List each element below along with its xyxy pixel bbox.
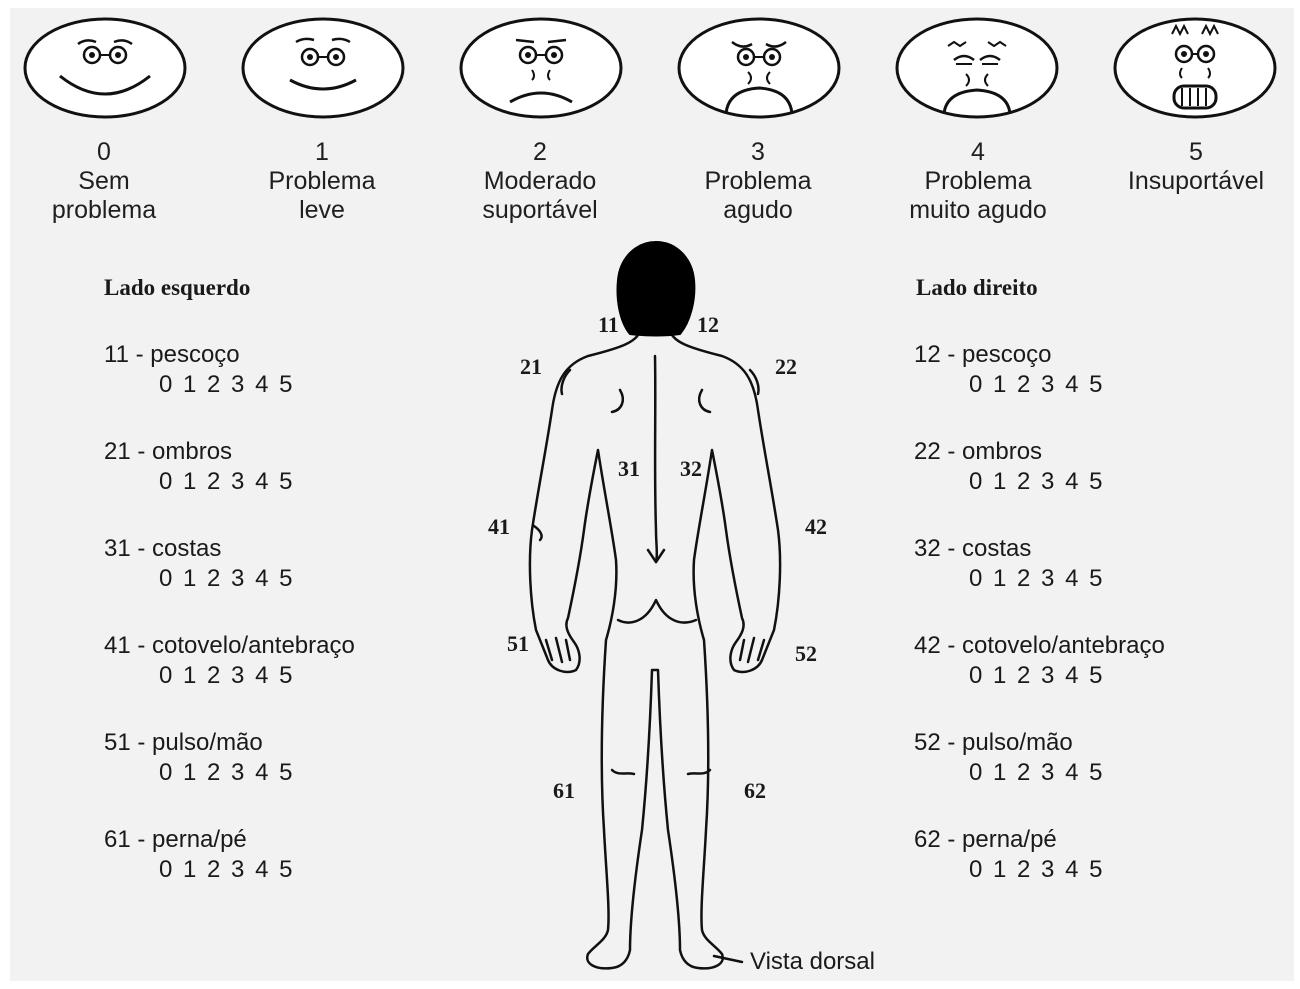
- body-label-31: 31: [618, 456, 640, 482]
- region-label: 32 - costas: [914, 534, 1104, 564]
- figure-caption: Vista dorsal: [750, 948, 875, 976]
- right-region-leg-foot: 62 - perna/pé 0 1 2 3 4 5: [914, 825, 1104, 885]
- region-scale: 0 1 2 3 4 5: [104, 370, 294, 400]
- scale-number: 0: [4, 138, 204, 167]
- region-label: 11 - pescoço: [104, 340, 294, 370]
- body-label-21: 21: [520, 354, 542, 380]
- region-label: 51 - pulso/mão: [104, 728, 294, 758]
- scale-label-0: 0 Sem problema: [4, 138, 204, 225]
- region-scale: 0 1 2 3 4 5: [104, 661, 355, 691]
- scale-text-line2: suportável: [440, 196, 640, 225]
- smiling-face-icon: [22, 12, 188, 120]
- scale-text-line1: Problema: [878, 167, 1078, 196]
- scale-label-4: 4 Problema muito agudo: [878, 138, 1078, 225]
- region-label: 22 - ombros: [914, 437, 1104, 467]
- scale-text-line1: Moderado: [440, 167, 640, 196]
- right-region-neck: 12 - pescoço 0 1 2 3 4 5: [914, 340, 1104, 400]
- body-label-22: 22: [775, 354, 797, 380]
- slight-smile-face-icon: [240, 12, 406, 120]
- screaming-face-icon: [1112, 12, 1278, 120]
- region-scale: 0 1 2 3 4 5: [914, 564, 1104, 594]
- left-side-title: Lado esquerdo: [104, 275, 250, 301]
- body-label-51: 51: [507, 631, 529, 657]
- body-label-52: 52: [795, 641, 817, 667]
- scale-text-line1: Problema: [658, 167, 858, 196]
- right-region-wrist-hand: 52 - pulso/mão 0 1 2 3 4 5: [914, 728, 1104, 788]
- left-region-shoulders: 21 - ombros 0 1 2 3 4 5: [104, 437, 294, 497]
- region-scale: 0 1 2 3 4 5: [104, 855, 294, 885]
- region-label: 21 - ombros: [104, 437, 294, 467]
- body-label-12: 12: [697, 312, 719, 338]
- region-scale: 0 1 2 3 4 5: [914, 467, 1104, 497]
- region-scale: 0 1 2 3 4 5: [104, 758, 294, 788]
- scale-label-2: 2 Moderado suportável: [440, 138, 640, 225]
- scale-number: 3: [658, 138, 858, 167]
- scale-text-line1: Insuportável: [1096, 167, 1296, 196]
- region-scale: 0 1 2 3 4 5: [104, 564, 294, 594]
- right-region-elbow-forearm: 42 - cotovelo/antebraço 0 1 2 3 4 5: [914, 631, 1165, 691]
- scale-label-3: 3 Problema agudo: [658, 138, 858, 225]
- region-scale: 0 1 2 3 4 5: [914, 661, 1165, 691]
- scale-text-line2: muito agudo: [878, 196, 1078, 225]
- region-label: 41 - cotovelo/antebraço: [104, 631, 355, 661]
- region-label: 12 - pescoço: [914, 340, 1104, 370]
- scale-text-line2: problema: [4, 196, 204, 225]
- left-region-neck: 11 - pescoço 0 1 2 3 4 5: [104, 340, 294, 400]
- region-scale: 0 1 2 3 4 5: [104, 467, 294, 497]
- neutral-face-icon: [458, 12, 624, 120]
- region-scale: 0 1 2 3 4 5: [914, 855, 1104, 885]
- right-region-back: 32 - costas 0 1 2 3 4 5: [914, 534, 1104, 594]
- region-scale: 0 1 2 3 4 5: [914, 370, 1104, 400]
- body-label-61: 61: [553, 778, 575, 804]
- scale-text-line2: agudo: [658, 196, 858, 225]
- body-label-42: 42: [805, 514, 827, 540]
- scale-number: 1: [222, 138, 422, 167]
- scale-label-1: 1 Problema leve: [222, 138, 422, 225]
- pained-face-icon: [894, 12, 1060, 120]
- body-label-32: 32: [680, 456, 702, 482]
- scale-text-line2: leve: [222, 196, 422, 225]
- region-label: 52 - pulso/mão: [914, 728, 1104, 758]
- scale-text-line1: Problema: [222, 167, 422, 196]
- scale-text-line1: Sem: [4, 167, 204, 196]
- region-label: 62 - perna/pé: [914, 825, 1104, 855]
- sad-face-icon: [676, 12, 842, 120]
- region-label: 42 - cotovelo/antebraço: [914, 631, 1165, 661]
- left-region-elbow-forearm: 41 - cotovelo/antebraço 0 1 2 3 4 5: [104, 631, 355, 691]
- right-region-shoulders: 22 - ombros 0 1 2 3 4 5: [914, 437, 1104, 497]
- body-label-41: 41: [488, 514, 510, 540]
- region-label: 31 - costas: [104, 534, 294, 564]
- human-body-back-view-icon: [470, 230, 840, 975]
- right-side-title: Lado direito: [916, 275, 1038, 301]
- scale-number: 2: [440, 138, 640, 167]
- left-region-leg-foot: 61 - perna/pé 0 1 2 3 4 5: [104, 825, 294, 885]
- body-label-11: 11: [598, 312, 619, 338]
- region-label: 61 - perna/pé: [104, 825, 294, 855]
- region-scale: 0 1 2 3 4 5: [914, 758, 1104, 788]
- scale-label-5: 5 Insuportável: [1096, 138, 1296, 196]
- scale-number: 4: [878, 138, 1078, 167]
- scale-number: 5: [1096, 138, 1296, 167]
- left-region-back: 31 - costas 0 1 2 3 4 5: [104, 534, 294, 594]
- body-label-62: 62: [744, 778, 766, 804]
- left-region-wrist-hand: 51 - pulso/mão 0 1 2 3 4 5: [104, 728, 294, 788]
